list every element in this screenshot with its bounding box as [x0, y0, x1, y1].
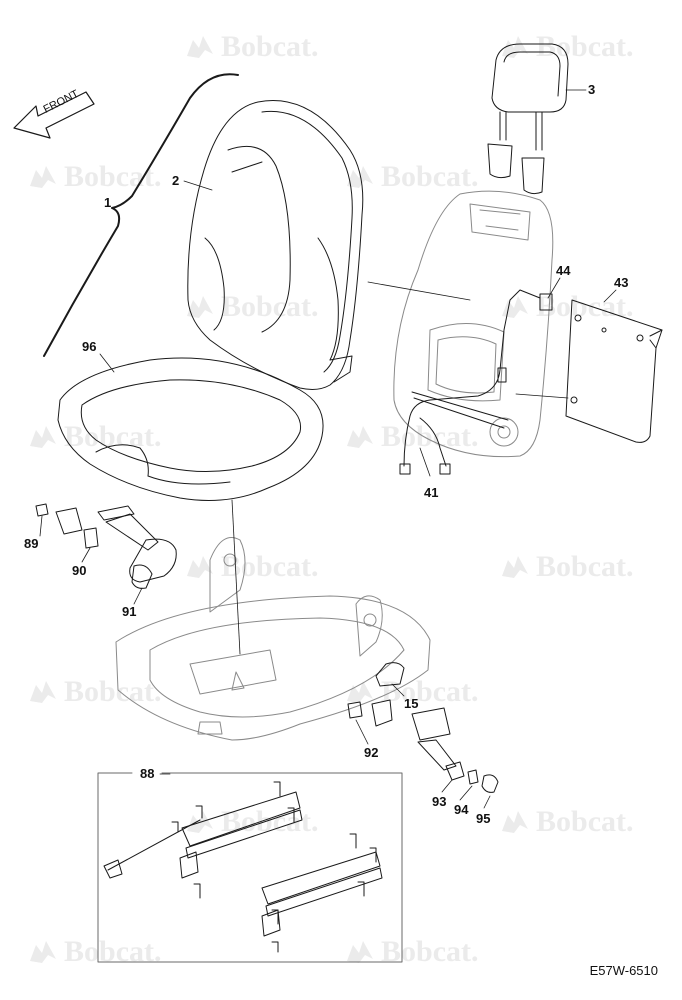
- headrest: [487, 43, 569, 195]
- front-arrow-icon: [13, 91, 95, 139]
- bobcat-logo-icon: [28, 939, 58, 965]
- seat-belt-left: [35, 503, 177, 589]
- watermark: Bobcat.: [185, 550, 319, 584]
- callout-15: 15: [404, 696, 419, 711]
- callout-89: 89: [24, 536, 39, 551]
- leader-line: [547, 277, 561, 299]
- watermark: Bobcat.: [500, 30, 634, 64]
- bobcat-logo-icon: [345, 679, 375, 705]
- callout-96: 96: [82, 339, 97, 354]
- watermark: Bobcat.: [345, 420, 479, 454]
- watermark: Bobcat.: [28, 420, 162, 454]
- watermark: Bobcat.: [28, 675, 162, 709]
- watermark: Bobcat.: [500, 805, 634, 839]
- watermark: Bobcat.: [28, 160, 162, 194]
- bobcat-logo-icon: [500, 554, 530, 580]
- seat-base-frame: [115, 537, 431, 741]
- slide-rails: [103, 781, 383, 953]
- watermark: Bobcat.: [185, 30, 319, 64]
- callout-43: 43: [614, 275, 629, 290]
- callout-92: 92: [364, 745, 379, 760]
- callout-95: 95: [476, 811, 491, 826]
- callout-93: 93: [432, 794, 447, 809]
- leader-line: [367, 281, 471, 301]
- bobcat-logo-icon: [28, 164, 58, 190]
- leader-line: [133, 587, 143, 605]
- callout-2: 2: [172, 173, 180, 188]
- leader-line: [391, 683, 405, 697]
- leader-line: [603, 289, 617, 303]
- callout-41: 41: [424, 485, 439, 500]
- callout-44: 44: [556, 263, 571, 278]
- callout-94: 94: [454, 802, 469, 817]
- bobcat-logo-icon: [345, 424, 375, 450]
- seat-bottom-cushion: [57, 357, 324, 501]
- leader-line: [515, 393, 569, 399]
- slide-rail-inset-frame: [97, 772, 403, 963]
- leader-line: [99, 353, 115, 373]
- assembly-bracket-1: [43, 73, 239, 357]
- bobcat-logo-icon: [28, 679, 58, 705]
- seat-back-cushion: [187, 100, 364, 390]
- callout-90: 90: [72, 563, 87, 578]
- bobcat-logo-icon: [185, 34, 215, 60]
- leader-line: [81, 547, 91, 563]
- bobcat-logo-icon: [500, 294, 530, 320]
- bobcat-logo-icon: [185, 554, 215, 580]
- seat-back-panel: [565, 299, 663, 443]
- wiring-harness: [399, 289, 553, 475]
- leader-line: [231, 499, 241, 655]
- callout-1: 1: [104, 195, 112, 210]
- callout-3: 3: [588, 82, 596, 97]
- leader-line: [459, 785, 473, 801]
- seat-belt-right: [347, 662, 499, 793]
- leader-line: [419, 447, 431, 477]
- bobcat-logo-icon: [500, 809, 530, 835]
- callout-88: 88: [140, 766, 155, 781]
- watermark: Bobcat.: [345, 675, 479, 709]
- bobcat-logo-icon: [500, 34, 530, 60]
- leader-line: [39, 515, 43, 537]
- leader-line: [355, 719, 369, 745]
- leader-line: [441, 779, 453, 793]
- leader-line: [483, 795, 491, 809]
- drawing-reference-number: E57W-6510: [589, 963, 658, 978]
- bobcat-logo-icon: [28, 424, 58, 450]
- bobcat-logo-icon: [345, 164, 375, 190]
- watermark: Bobcat.: [500, 550, 634, 584]
- seat-back-frame: [393, 190, 554, 458]
- bobcat-logo-icon: [345, 939, 375, 965]
- watermark: Bobcat.: [185, 290, 319, 324]
- leader-line: [183, 180, 213, 191]
- watermark: Bobcat.: [345, 160, 479, 194]
- callout-91: 91: [122, 604, 137, 619]
- bobcat-logo-icon: [185, 294, 215, 320]
